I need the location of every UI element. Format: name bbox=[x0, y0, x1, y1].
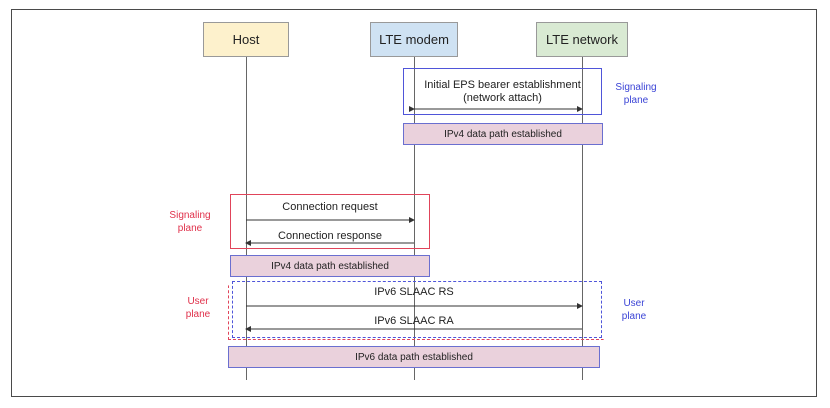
connection-signaling-box bbox=[230, 194, 430, 249]
ipv6-band: IPv6 data path established bbox=[228, 346, 600, 368]
bearer-line2: (network attach) bbox=[463, 92, 542, 104]
actor-network-label: LTE network bbox=[545, 32, 618, 47]
top-signaling-plane-label: Signaling plane bbox=[615, 82, 657, 106]
actor-lte-modem: LTE modem bbox=[370, 22, 458, 57]
user-plane-box-red bbox=[228, 285, 604, 340]
left-user-plane-label: User plane bbox=[185, 296, 211, 320]
network-lifeline bbox=[582, 57, 583, 380]
bearer-establishment-box bbox=[403, 68, 602, 115]
slaac-ra-label: IPv6 SLAAC RA bbox=[374, 315, 454, 327]
actor-lte-network: LTE network bbox=[536, 22, 628, 57]
actor-host: Host bbox=[203, 22, 289, 57]
connection-request-label: Connection request bbox=[282, 201, 378, 213]
middle-ipv4-band: IPv4 data path established bbox=[230, 255, 430, 277]
middle-signaling-plane-label: Signaling plane bbox=[169, 210, 211, 234]
connection-response-label: Connection response bbox=[278, 230, 382, 242]
user-plane-box-blue bbox=[232, 281, 602, 338]
bearer-line1: Initial EPS bearer establishment bbox=[424, 79, 581, 91]
host-lifeline bbox=[246, 57, 247, 380]
slaac-rs-label: IPv6 SLAAC RS bbox=[374, 286, 454, 298]
top-ipv4-band: IPv4 data path established bbox=[403, 123, 603, 145]
bearer-establishment-label: Initial EPS bearer establishment (networ… bbox=[403, 79, 602, 105]
actor-modem-label: LTE modem bbox=[379, 32, 449, 47]
actor-host-label: Host bbox=[232, 32, 260, 47]
right-user-plane-label: User plane bbox=[621, 298, 647, 322]
